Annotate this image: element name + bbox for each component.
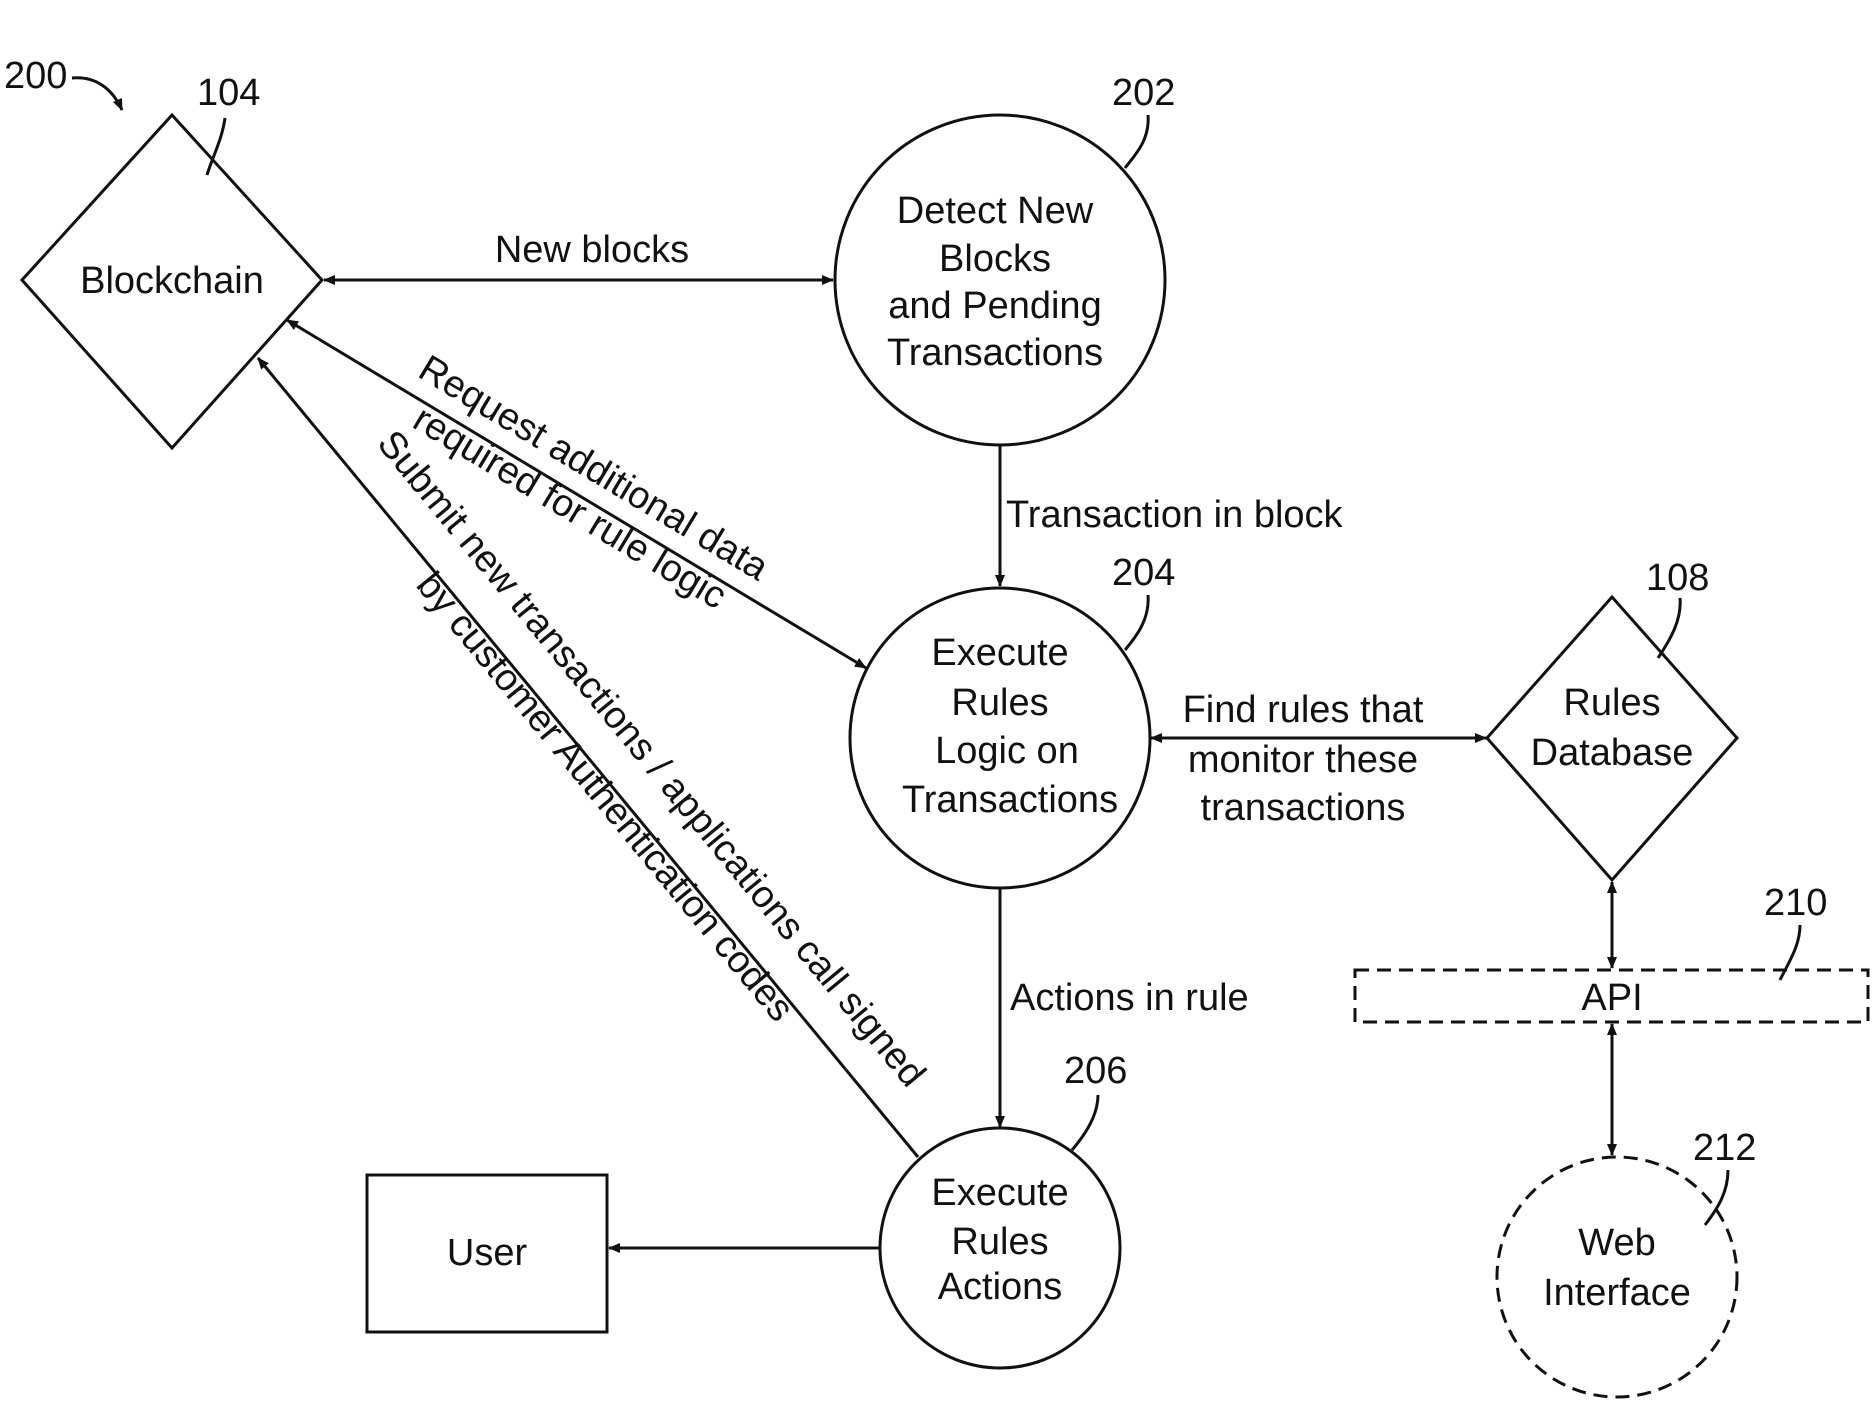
edge-submit-label-2: by customer Authentication codes xyxy=(408,564,802,1029)
figure-ref-arrow xyxy=(72,78,122,110)
edge-actions-in-rule-label: Actions in rule xyxy=(1010,977,1249,1019)
detect-blocks-node xyxy=(835,115,1165,445)
edge-find-rules-label-3: transactions xyxy=(1201,787,1406,829)
api-ref: 210 xyxy=(1764,882,1827,924)
detect-blocks-line-1: Detect New xyxy=(897,190,1094,232)
rules-database-line-1: Rules xyxy=(1563,682,1660,724)
api-label: API xyxy=(1581,977,1642,1019)
web-interface-line-2: Interface xyxy=(1543,1272,1691,1314)
web-interface-ref: 212 xyxy=(1693,1127,1756,1169)
execute-logic-ref: 204 xyxy=(1112,552,1175,594)
edge-find-rules-label-1: Find rules that xyxy=(1183,689,1424,731)
edge-transaction-in-block-label: Transaction in block xyxy=(1006,494,1344,536)
execute-logic-line-2: Rules xyxy=(951,682,1048,724)
detect-blocks-line-4: Transactions xyxy=(887,332,1103,374)
execute-logic-ref-leader xyxy=(1125,595,1148,650)
api-ref-leader xyxy=(1780,925,1800,980)
execute-actions-ref: 206 xyxy=(1064,1050,1127,1092)
detect-blocks-line-2: Blocks xyxy=(939,238,1051,280)
execute-actions-line-3: Actions xyxy=(938,1266,1063,1308)
blockchain-label: Blockchain xyxy=(80,260,264,302)
rules-database-ref-leader xyxy=(1658,598,1680,658)
rules-database-line-2: Database xyxy=(1531,732,1694,774)
edge-find-rules-label-2: monitor these xyxy=(1188,739,1418,781)
rules-database-ref: 108 xyxy=(1646,557,1709,599)
blockchain-ref-leader xyxy=(207,118,225,175)
blockchain-ref: 104 xyxy=(197,72,260,114)
execute-logic-line-1: Execute xyxy=(931,632,1068,674)
figure-ref-200: 200 xyxy=(4,55,67,97)
execute-logic-line-3: Logic on xyxy=(935,730,1079,772)
detect-blocks-ref-leader xyxy=(1125,115,1148,168)
execute-logic-line-4: Transactions xyxy=(902,779,1118,821)
detect-blocks-line-3: and Pending xyxy=(888,285,1101,327)
detect-blocks-ref: 202 xyxy=(1112,72,1175,114)
execute-actions-line-1: Execute xyxy=(931,1172,1068,1214)
edge-new-blocks-label: New blocks xyxy=(495,229,689,271)
execute-actions-line-2: Rules xyxy=(951,1221,1048,1263)
user-label: User xyxy=(447,1232,528,1274)
execute-actions-ref-leader xyxy=(1072,1095,1098,1150)
web-interface-line-1: Web xyxy=(1578,1222,1655,1264)
